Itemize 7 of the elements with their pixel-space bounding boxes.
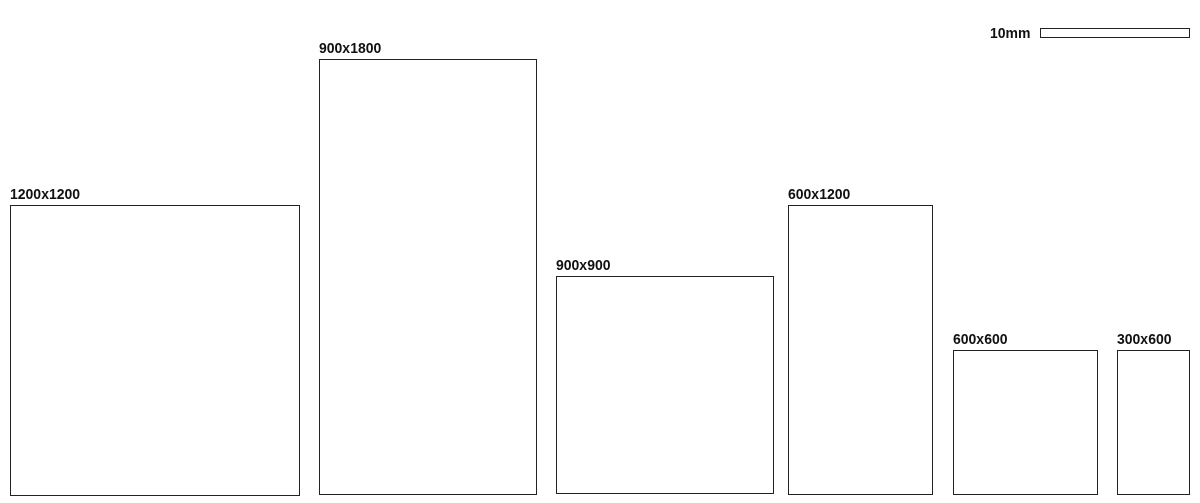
size-label: 600x1200 bbox=[788, 186, 851, 202]
size-label: 1200x1200 bbox=[10, 186, 81, 202]
size-label: 300x600 bbox=[1117, 331, 1172, 347]
scale-label: 10mm bbox=[990, 25, 1031, 41]
size-label: 900x900 bbox=[556, 257, 611, 273]
size-label: 900x1800 bbox=[319, 40, 382, 56]
size-label: 600x600 bbox=[953, 331, 1008, 347]
